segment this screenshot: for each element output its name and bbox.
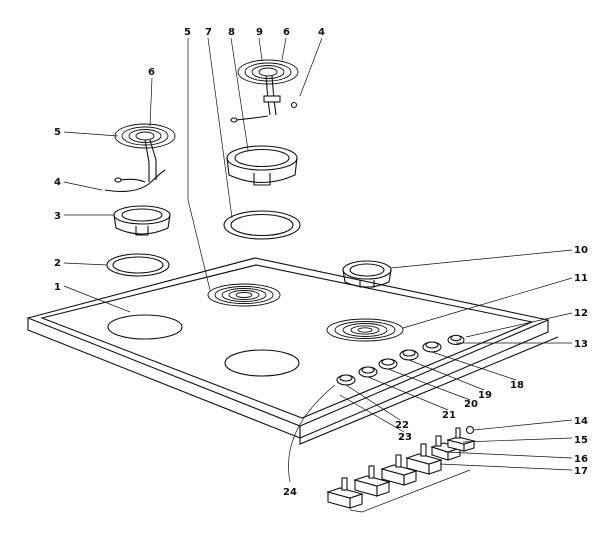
callout-24: 24 [283, 487, 297, 498]
callout-12: 12 [574, 308, 588, 319]
callout-6-upper: 6 [283, 27, 290, 38]
callout-labels: 5 7 8 9 6 4 6 5 4 3 2 1 10 11 12 13 18 1… [54, 27, 588, 498]
switch-6 [445, 425, 477, 452]
callout-15: 15 [574, 435, 588, 446]
terminal-screw-top [290, 101, 298, 109]
switch-2 [353, 465, 391, 497]
callout-16: 16 [574, 454, 588, 465]
callout-14: 14 [574, 416, 588, 427]
leader-lines [63, 37, 573, 483]
trim-ring-large [223, 210, 301, 240]
callout-20: 20 [464, 399, 478, 410]
callout-4-upper: 4 [318, 27, 325, 38]
callout-9: 9 [256, 27, 263, 38]
control-knobs [336, 334, 465, 386]
callout-3: 3 [54, 211, 61, 222]
drip-pan-right [342, 260, 392, 288]
terminal-block-wire-left [104, 169, 166, 192]
callout-7: 7 [205, 27, 212, 38]
drip-pan-small [113, 205, 171, 236]
knob-6 [447, 334, 465, 346]
surface-element-small [114, 123, 176, 183]
callout-6-left: 6 [148, 67, 155, 78]
knob-5 [422, 341, 442, 353]
switch-4 [405, 443, 443, 475]
installed-surface-element-rear [207, 283, 281, 307]
callout-4-left: 4 [54, 177, 61, 188]
drip-pan-large [226, 145, 298, 186]
switch-3 [380, 454, 418, 486]
callout-10: 10 [574, 245, 588, 256]
callout-13: 13 [574, 339, 588, 350]
callout-23: 23 [398, 432, 412, 443]
callout-11: 11 [574, 273, 588, 284]
callout-8: 8 [228, 27, 235, 38]
trim-ring-small [106, 253, 170, 277]
callout-21: 21 [442, 410, 456, 421]
callout-5-upper: 5 [184, 27, 191, 38]
callout-2: 2 [54, 258, 61, 269]
surface-element-large [230, 59, 299, 123]
callout-1: 1 [54, 282, 61, 293]
infinite-switches [326, 425, 477, 513]
knob-4 [399, 349, 419, 361]
installed-surface-element-right [326, 318, 404, 342]
knob-3 [378, 358, 398, 370]
switch-1 [326, 477, 364, 509]
cooktop-body [26, 257, 559, 445]
callout-17: 17 [574, 466, 588, 477]
burner-openings [107, 314, 300, 377]
callout-22: 22 [395, 420, 409, 431]
callout-5-left: 5 [54, 127, 61, 138]
switch-5 [430, 435, 462, 461]
callout-19: 19 [478, 390, 492, 401]
knob-1 [336, 374, 356, 386]
callout-18: 18 [510, 380, 524, 391]
knob-2 [358, 366, 378, 378]
